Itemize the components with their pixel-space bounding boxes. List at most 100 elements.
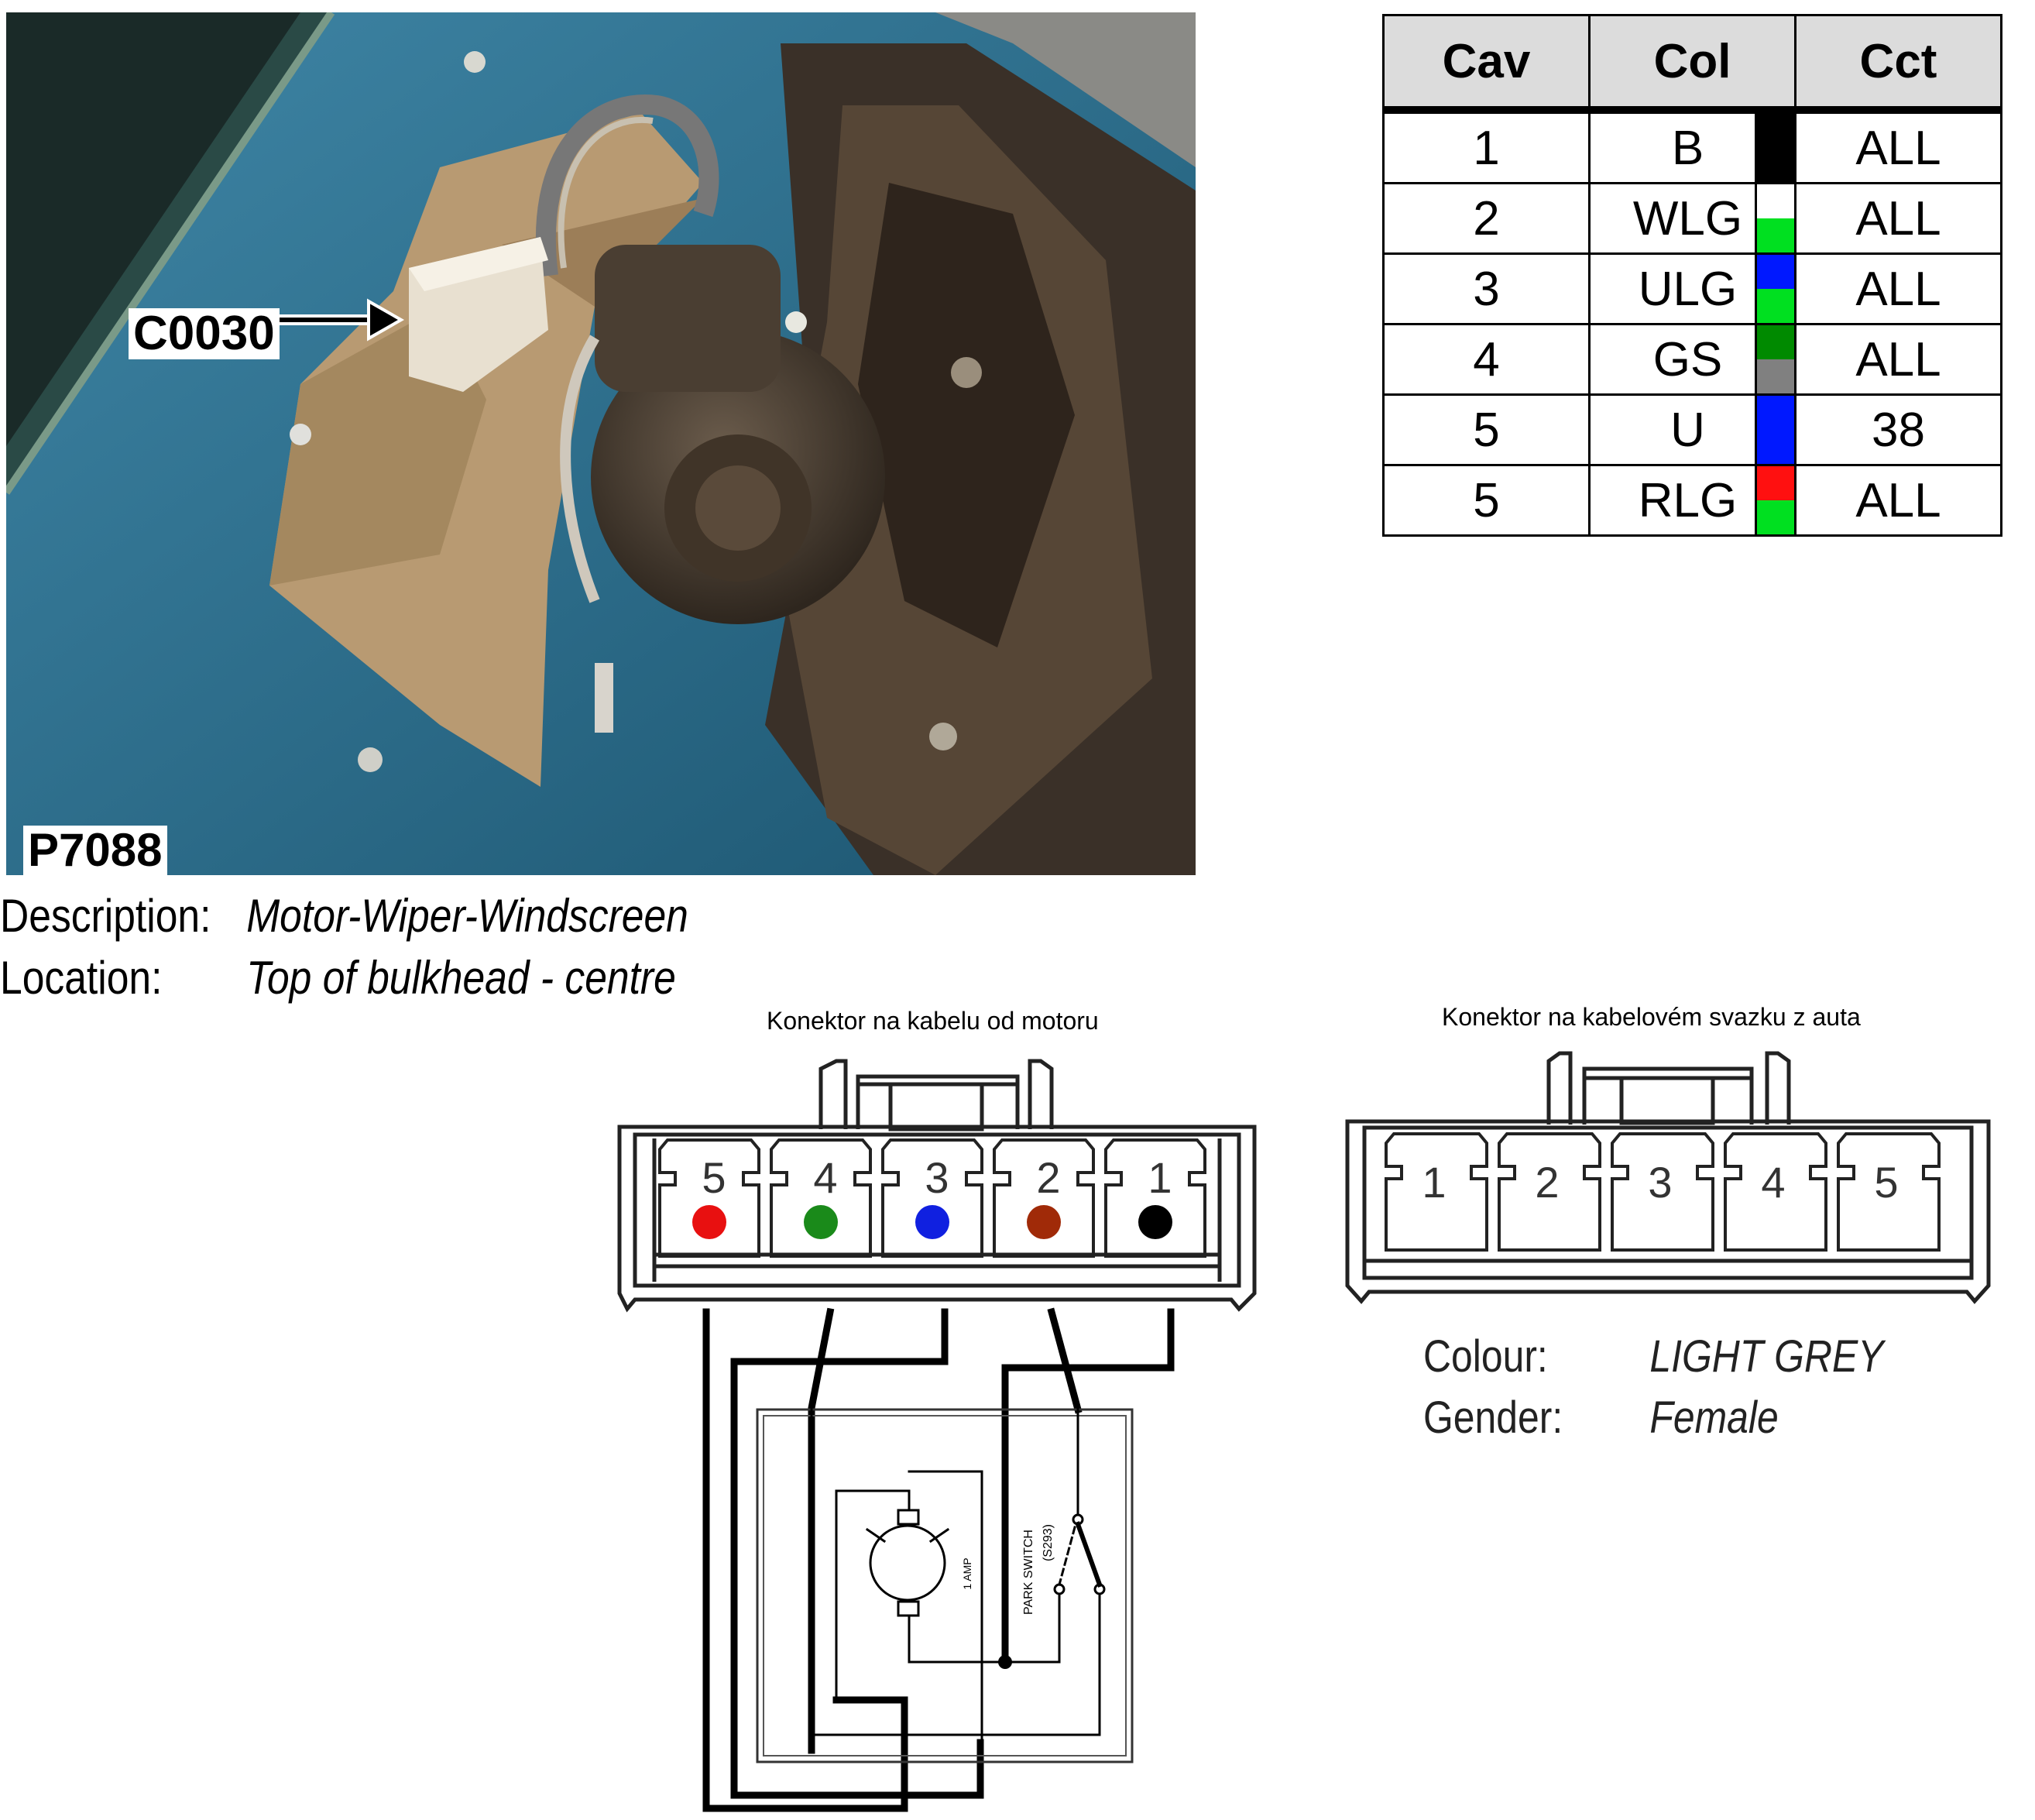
wire-colour-dot	[915, 1205, 949, 1239]
motor-cavity-5: 5	[658, 1138, 760, 1258]
harness-cavity-4: 4	[1724, 1132, 1827, 1252]
colour-line: Colour:LIGHT GREY	[1423, 1331, 1884, 1382]
park-switch-contact	[1075, 1521, 1103, 1588]
wire-colour-code: RLG	[1638, 473, 1738, 527]
swatch-band	[1757, 359, 1794, 393]
location-label: Location:	[0, 952, 163, 1004]
wire-colour-code: U	[1670, 403, 1705, 457]
cell-col: U	[1588, 393, 1796, 466]
harness-cavity-number: 1	[1422, 1158, 1446, 1207]
cell-cav: 5	[1382, 464, 1591, 537]
motor-unit-frame	[756, 1408, 1134, 1763]
cell-cct: ALL	[1794, 464, 2002, 537]
cell-cav: 1	[1382, 108, 1591, 184]
harness-cavity-number: 2	[1535, 1158, 1559, 1207]
gender-line: Gender: Female	[1423, 1392, 1779, 1444]
cell-cct: ALL	[1794, 182, 2002, 255]
motor-cavity-number: 3	[925, 1153, 949, 1202]
swatch-band	[1757, 325, 1794, 359]
wire-colour-code: GS	[1652, 332, 1723, 386]
swatch-band	[1757, 396, 1794, 464]
description-line: Description: Motor-Wiper-Windscreen	[0, 889, 688, 943]
motor-cavity-2: 2	[993, 1138, 1095, 1258]
motor-cavity-number: 5	[702, 1153, 726, 1202]
wire-colour-swatch	[1755, 396, 1794, 464]
wiring-schematic	[702, 1307, 1175, 1812]
motor-symbol	[869, 1524, 946, 1602]
cell-cav: 5	[1382, 393, 1591, 466]
wire-cavity-5	[702, 1308, 908, 1812]
harness-connector-caption: Konektor na kabelovém svazku z auta	[1442, 1003, 1861, 1031]
wire-colour-dot	[692, 1205, 726, 1239]
cell-cct: ALL	[1794, 252, 2002, 325]
swatch-band	[1757, 218, 1794, 252]
harness-cavity-number: 4	[1761, 1158, 1785, 1207]
harness-cavity-2: 2	[1498, 1132, 1601, 1252]
harness-cavity-number: 3	[1648, 1158, 1672, 1207]
wire-colour-swatch	[1755, 255, 1794, 323]
wire-cavity-1	[1001, 1308, 1175, 1666]
cell-col: RLG	[1588, 464, 1796, 537]
wire-colour-swatch	[1755, 184, 1794, 252]
wire-cavity-2	[1047, 1307, 1083, 1414]
wire-colour-dot	[1027, 1205, 1061, 1239]
cell-cct: ALL	[1794, 323, 2002, 396]
cell-cct: ALL	[1794, 108, 2002, 184]
colour-value: LIGHT GREY	[1649, 1331, 1884, 1382]
harness-cavity-1: 1	[1385, 1132, 1488, 1252]
description-value: Motor-Wiper-Windscreen	[246, 890, 688, 942]
harness-cavity-5: 5	[1837, 1132, 1941, 1252]
swatch-band	[1757, 466, 1794, 500]
wire-colour-dot	[1138, 1205, 1172, 1239]
cell-col: WLG	[1588, 182, 1796, 255]
gender-value: Female	[1649, 1392, 1779, 1443]
header-col: Col	[1588, 14, 1796, 114]
motor-cavity-number: 1	[1148, 1153, 1172, 1202]
cell-col: GS	[1588, 323, 1796, 396]
swatch-band	[1757, 114, 1794, 182]
table-row: 1 B ALL	[1382, 108, 2002, 184]
description-label: Description:	[0, 890, 211, 942]
motor-cavity-number: 2	[1036, 1153, 1060, 1202]
fuse-label: 1 AMP	[961, 1557, 973, 1589]
park-switch-code: (S293)	[1042, 1524, 1055, 1561]
wire-colour-code: ULG	[1638, 262, 1738, 316]
harness-cavity-3: 3	[1611, 1132, 1714, 1252]
wire-colour-dot	[804, 1205, 838, 1239]
table-row: 5 RLG ALL	[1382, 464, 2002, 537]
motor-cavity-3: 3	[881, 1138, 983, 1258]
cell-cav: 2	[1382, 182, 1591, 255]
cell-col: B	[1588, 108, 1796, 184]
table-row: 3 ULG ALL	[1382, 252, 2002, 325]
connector-photo: C0030 P7088	[6, 12, 1196, 875]
motor-connector-caption: Konektor na kabelu od motoru	[767, 1007, 1099, 1035]
location-value: Top of bulkhead - centre	[246, 952, 676, 1004]
cell-cav: 3	[1382, 252, 1591, 325]
swatch-band	[1757, 255, 1794, 289]
cell-cav: 4	[1382, 323, 1591, 396]
connector-callout-label: C0030	[129, 308, 280, 359]
table-header-row: Cav Col Cct	[1382, 14, 2002, 114]
wire-colour-swatch	[1755, 114, 1794, 182]
table-row: 4 GS ALL	[1382, 323, 2002, 396]
wire-colour-swatch	[1755, 466, 1794, 534]
motor-connector-housing	[617, 1059, 1257, 1313]
header-cav: Cav	[1382, 14, 1591, 114]
location-line: Location: Top of bulkhead - centre	[0, 951, 676, 1004]
motor-cavity-1: 1	[1104, 1138, 1206, 1258]
cell-col: ULG	[1588, 252, 1796, 325]
gender-label: Gender:	[1423, 1392, 1563, 1443]
harness-cavity-number: 5	[1874, 1158, 1898, 1207]
harness-connector-housing	[1345, 1051, 1991, 1304]
picture-code-label: P7088	[23, 826, 167, 875]
motor-cavity-4: 4	[770, 1138, 872, 1258]
swatch-band	[1757, 184, 1794, 218]
motor-cavity-number: 4	[813, 1153, 837, 1202]
wire-colour-code: B	[1671, 121, 1704, 175]
wire-cavity-3	[730, 1308, 984, 1799]
wire-cavity-4	[808, 1307, 835, 1754]
header-cct: Cct	[1794, 14, 2002, 114]
